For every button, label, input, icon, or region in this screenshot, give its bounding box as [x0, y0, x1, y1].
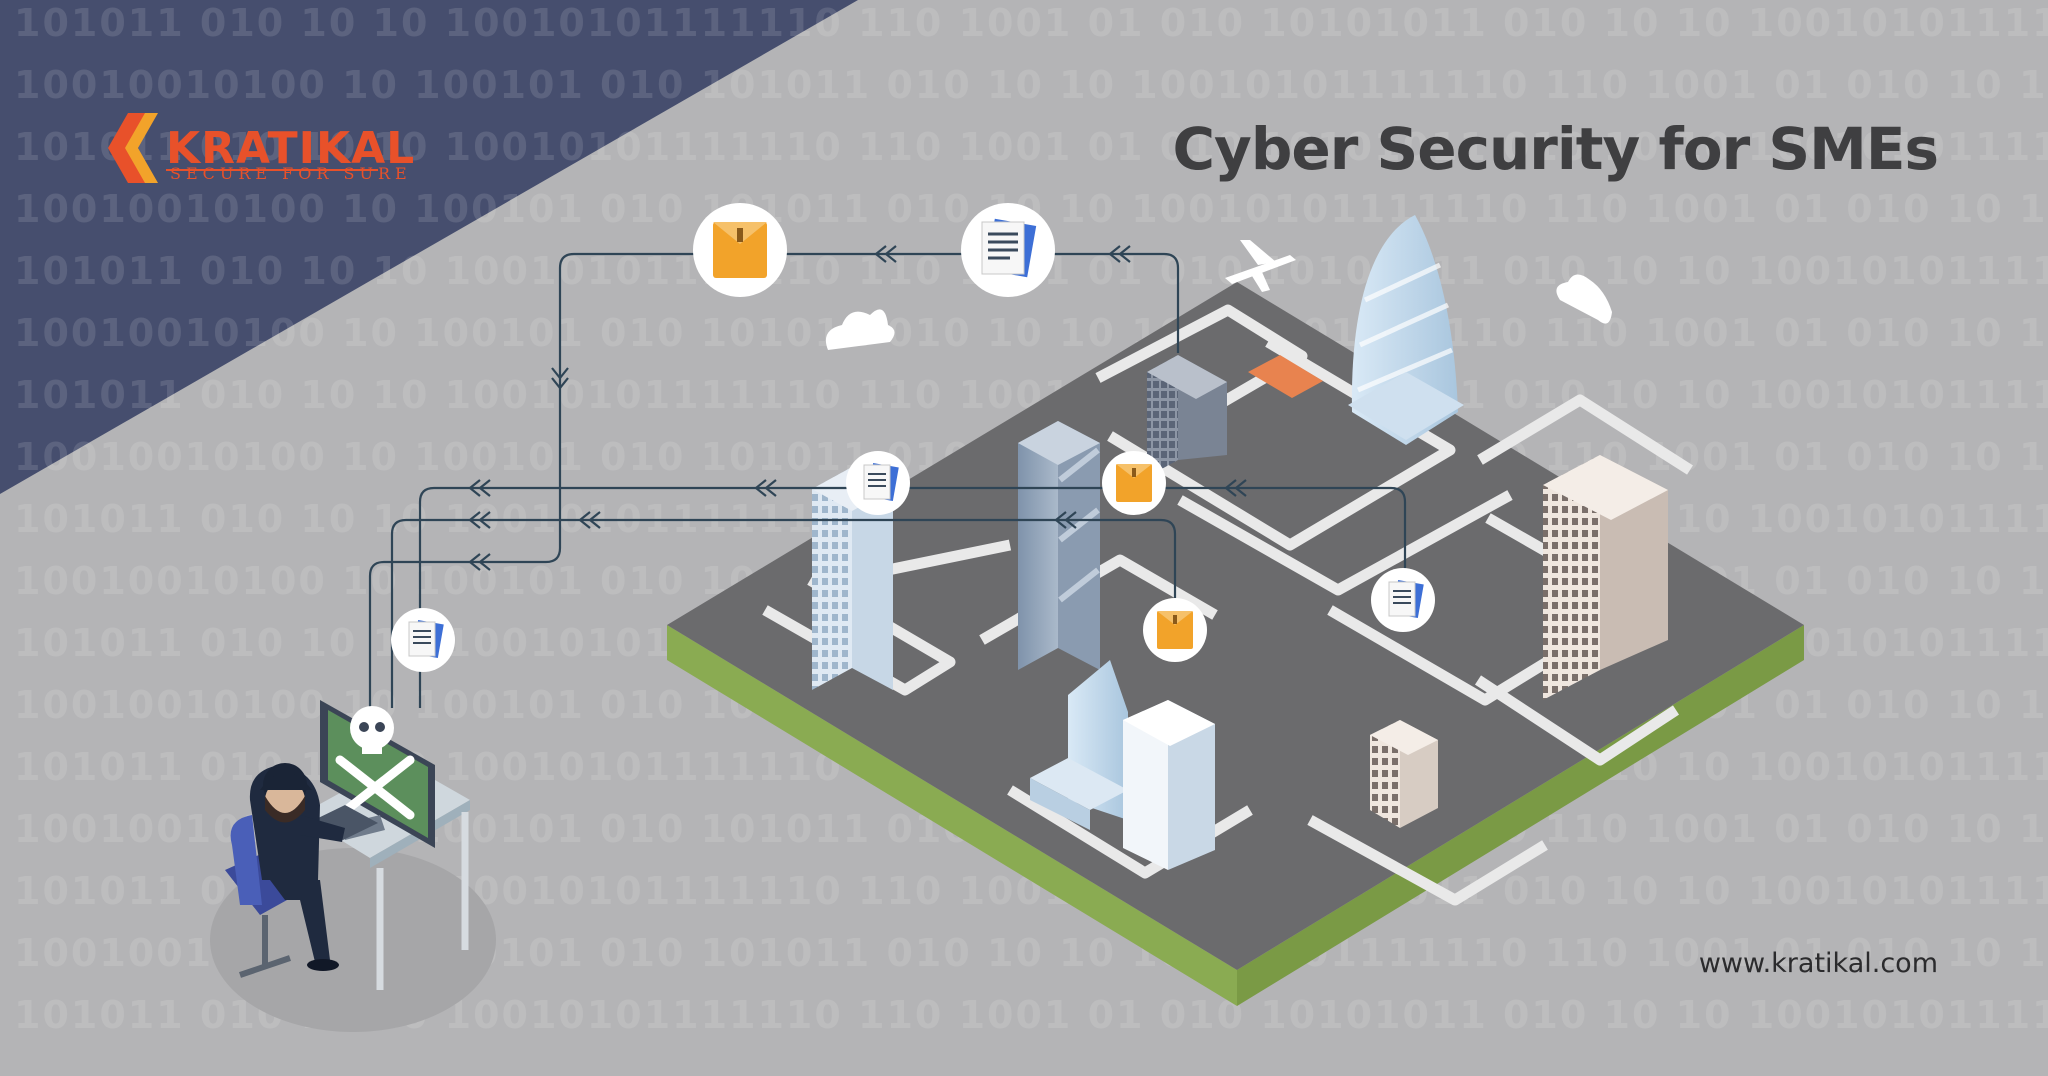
- flow-arrows: [468, 245, 1247, 571]
- data-flow-lines: [368, 252, 1407, 708]
- hacker-at-computer: [225, 700, 470, 990]
- skull-crossbones-icon: [335, 706, 415, 820]
- airplane-icon: [1225, 240, 1296, 292]
- corner-triangle: [0, 0, 858, 494]
- building-grey-tower: [1147, 355, 1227, 477]
- binary-row: 10010010100 10 100101 010 101011 010 10 …: [14, 63, 2048, 107]
- document-badge-right: [1371, 568, 1435, 632]
- cloud-icon: [825, 309, 895, 350]
- logo-wordmark: KRATIKAL: [166, 123, 415, 174]
- building-glass-low: [1030, 660, 1128, 830]
- document-badge-building-left: [846, 451, 910, 515]
- document-icon: [981, 218, 1037, 278]
- city-block: [667, 282, 1804, 1006]
- binary-row: 101011 010 10 10 10010101111110 110 1001…: [14, 125, 2048, 169]
- envelope-icon: [1116, 464, 1152, 502]
- building-tall-glass-center: [1018, 421, 1100, 670]
- document-icon: [1388, 580, 1424, 618]
- binary-row: 101011 010 10 10 10010101111110 110 1001…: [14, 1, 2048, 45]
- building-beige-small: [1370, 720, 1438, 828]
- cloud-icon: [1556, 274, 1612, 324]
- document-badge-hacker: [391, 608, 455, 672]
- envelope-badge-center: [1102, 451, 1166, 515]
- document-icon: [408, 620, 444, 658]
- city-block-grass-left: [667, 625, 1237, 1006]
- envelope-badge-lower: [1143, 598, 1207, 662]
- website-url: www.kratikal.com: [1698, 948, 1938, 979]
- envelope-badge-top: [693, 203, 787, 297]
- envelope-icon: [1157, 611, 1193, 649]
- document-icon: [863, 463, 899, 501]
- building-white-stacked: [1123, 700, 1215, 870]
- city-block-ground: [667, 282, 1804, 970]
- binary-row: 10010010100 10 100101 010 101011 010 10 …: [14, 311, 2048, 355]
- logo-tagline: SECURE FOR SURE: [170, 164, 412, 183]
- kratikal-chevron-logo: [108, 113, 158, 183]
- orange-plaza: [1248, 355, 1323, 398]
- envelope-icon: [713, 222, 767, 278]
- kratikal-logo: KRATIKAL SECURE FOR SURE: [108, 113, 415, 183]
- document-badge-top: [961, 203, 1055, 297]
- page-title: Cyber Security for SMEs: [1172, 115, 1939, 183]
- building-curved-glass-tower: [1348, 215, 1464, 445]
- building-beige-tower: [1543, 455, 1668, 700]
